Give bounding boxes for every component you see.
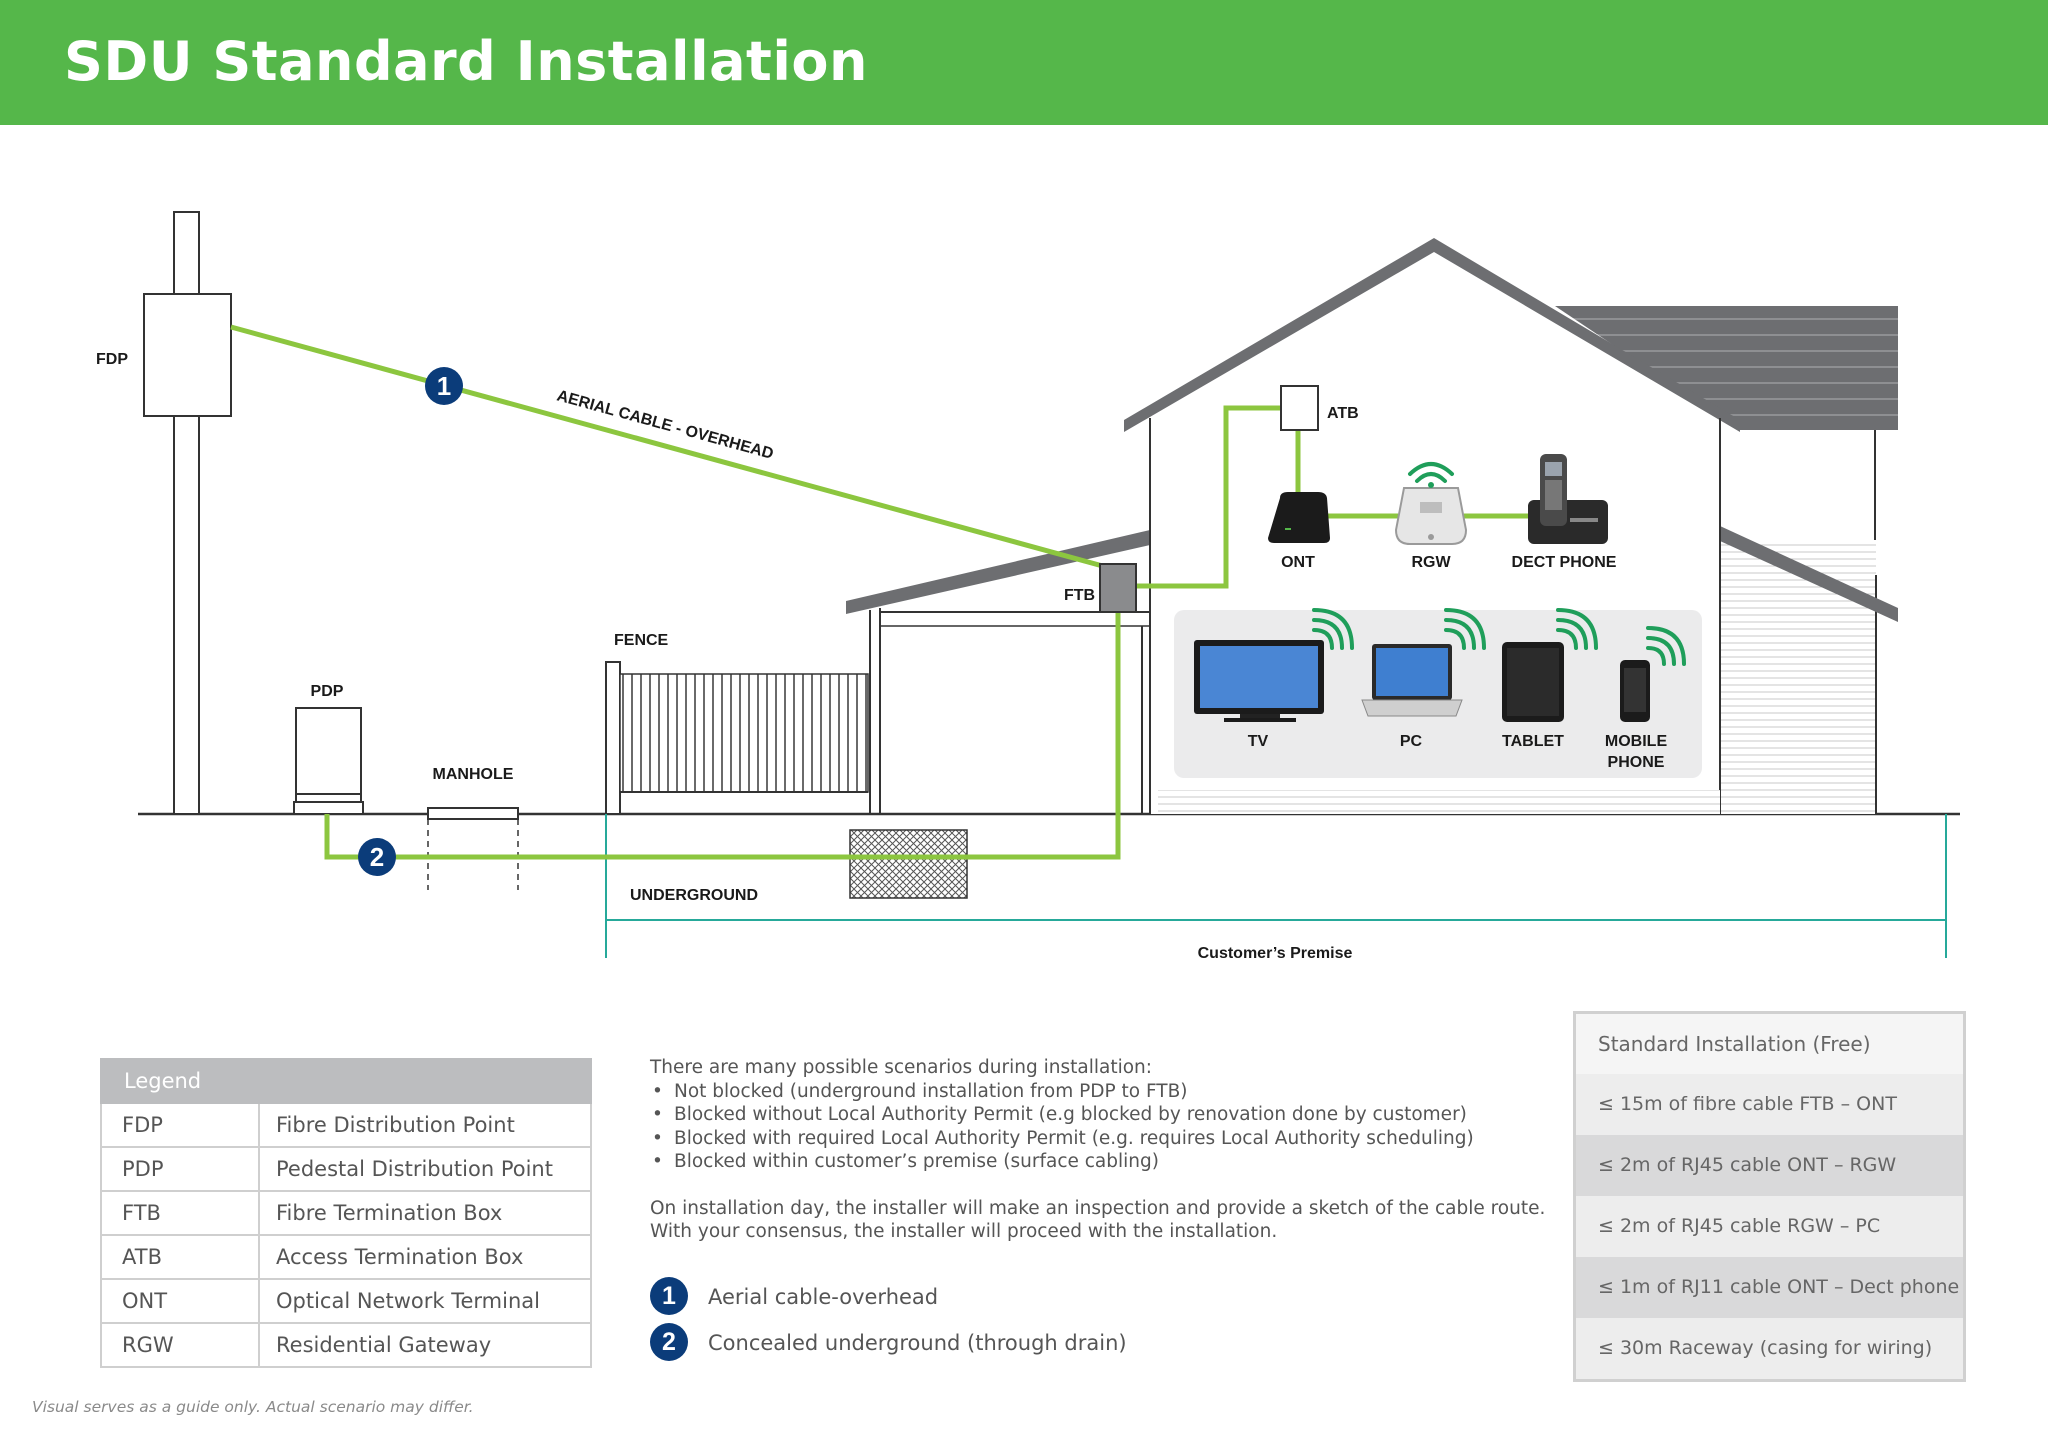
mobile-phone-icon: [1620, 660, 1650, 722]
key-label-2: Concealed underground (through drain): [708, 1331, 1127, 1355]
disclaimer: Visual serves as a guide only. Actual sc…: [32, 1398, 474, 1416]
badge-1: 1: [425, 367, 463, 405]
ftb-box: [1099, 563, 1137, 613]
tv-icon: [1194, 640, 1324, 722]
key-item-underground: 2 Concealed underground (through drain): [650, 1323, 1350, 1363]
pdp-label: PDP: [311, 683, 344, 700]
standard-item: ≤ 1m of RJ11 cable ONT – Dect phone: [1576, 1257, 1963, 1318]
rgw-icon: [1394, 487, 1468, 545]
premise-bracket: [605, 814, 1947, 958]
mobile-phone-label-line1: MOBILE: [1605, 733, 1668, 750]
fdp-box: [143, 293, 232, 417]
badge-2: 2: [358, 838, 396, 876]
ftb-label: FTB: [1064, 587, 1095, 604]
key-label-1: Aerial cable-overhead: [708, 1285, 939, 1309]
legend-definition: Access Termination Box: [258, 1234, 592, 1280]
fdp-label: FDP: [96, 351, 128, 368]
ont-label: ONT: [1281, 554, 1315, 571]
mobile-wifi-icon: [1646, 626, 1686, 666]
tv-wifi-icon: [1312, 608, 1354, 650]
page-title: SDU Standard Installation: [64, 30, 868, 93]
aerial-cable: [230, 324, 1111, 571]
tablet-icon: [1502, 642, 1564, 722]
underground-label: UNDERGROUND: [630, 887, 758, 904]
rgw-wifi-icon: [1408, 462, 1454, 488]
back-roof: [1555, 306, 1898, 430]
legend-abbr: FTB: [100, 1190, 260, 1236]
installation-notes: There are many possible scenarios during…: [650, 1056, 1550, 1244]
standard-installation-header: Standard Installation (Free): [1576, 1014, 1963, 1074]
dect-phone-label: DECT PHONE: [1512, 554, 1617, 571]
scenario-item: Blocked within customer’s premise (surfa…: [650, 1150, 1550, 1174]
legend-definition: Fibre Termination Box: [258, 1190, 592, 1236]
manhole-label: MANHOLE: [433, 766, 514, 783]
rgw-label: RGW: [1411, 554, 1451, 571]
fence: [605, 661, 869, 815]
scenario-item: Blocked without Local Authority Permit (…: [650, 1103, 1550, 1127]
scenario-item: Blocked with required Local Authority Pe…: [650, 1127, 1550, 1151]
pc-label: PC: [1400, 733, 1423, 750]
legend-definition: Pedestal Distribution Point: [258, 1146, 592, 1192]
notes-paragraph-2: With your consensus, the installer will …: [650, 1221, 1278, 1242]
pc-wifi-icon: [1444, 608, 1486, 650]
tv-label: TV: [1248, 733, 1269, 750]
legend-definition: Fibre Distribution Point: [258, 1102, 592, 1148]
tablet-label: TABLET: [1502, 733, 1564, 750]
underground-cable: [324, 612, 1121, 860]
legend-abbr: ATB: [100, 1234, 260, 1280]
standard-item: ≤ 30m Raceway (casing for wiring): [1576, 1318, 1963, 1379]
standard-item: ≤ 15m of fibre cable FTB – ONT: [1576, 1074, 1963, 1135]
key-item-aerial: 1 Aerial cable-overhead: [650, 1277, 1350, 1317]
notes-paragraph-1: On installation day, the installer will …: [650, 1197, 1546, 1219]
scenario-list: Not blocked (underground installation fr…: [650, 1080, 1550, 1174]
key-badge-1: 1: [650, 1277, 688, 1315]
key-badge-2: 2: [650, 1323, 688, 1361]
manhole: [427, 807, 519, 890]
legend-abbr: ONT: [100, 1278, 260, 1324]
fibre-cables: [230, 324, 1528, 860]
scenario-item: Not blocked (underground installation fr…: [650, 1080, 1550, 1104]
legend-header: Legend: [100, 1058, 592, 1104]
notes-intro: There are many possible scenarios during…: [650, 1057, 1152, 1078]
premise-label: Customer’s Premise: [1198, 945, 1353, 962]
tablet-wifi-icon: [1556, 608, 1598, 650]
svg-text:1: 1: [437, 371, 451, 401]
fence-label: FENCE: [614, 632, 669, 649]
atb-label: ATB: [1327, 405, 1359, 422]
header-banner: SDU Standard Installation: [0, 0, 2048, 125]
ftb-atb-cable: [1134, 405, 1281, 589]
standard-installation-box: Standard Installation (Free) ≤ 15m of fi…: [1573, 1011, 1966, 1382]
standard-item: ≤ 2m of RJ45 cable ONT – RGW: [1576, 1135, 1963, 1196]
svg-text:2: 2: [370, 842, 384, 872]
legend-definition: Residential Gateway: [258, 1322, 592, 1368]
utility-pole: [143, 211, 232, 815]
legend-abbr: FDP: [100, 1102, 260, 1148]
pc-icon: [1361, 644, 1463, 717]
pdp-pedestal: [293, 707, 364, 815]
drain: [849, 829, 968, 899]
legend-abbr: RGW: [100, 1322, 260, 1368]
legend-abbr: PDP: [100, 1146, 260, 1192]
dect-phone-icon: [1528, 454, 1608, 544]
atb-box: [1280, 385, 1319, 431]
house-side-wing: [1720, 526, 1898, 814]
legend-definition: Optical Network Terminal: [258, 1278, 592, 1324]
mobile-phone-label-line2: PHONE: [1608, 754, 1665, 771]
standard-item: ≤ 2m of RJ45 cable RGW – PC: [1576, 1196, 1963, 1257]
ont-icon: [1268, 492, 1330, 543]
